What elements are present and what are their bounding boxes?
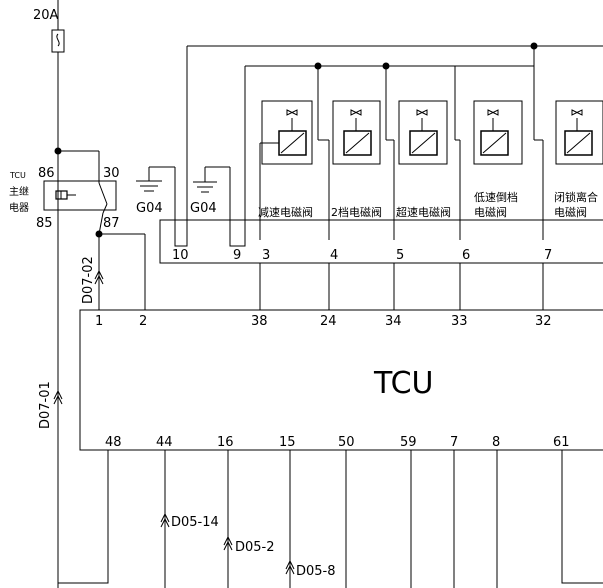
tcu-top-pin-32: 32 <box>535 314 552 329</box>
solenoid-valve-3 <box>398 100 448 165</box>
ground-symbol-icon <box>136 166 176 240</box>
relay-label-2: 主继 <box>9 185 29 198</box>
wire-arrow-icon <box>223 535 233 551</box>
valve-label-4a: 低速倒档 <box>474 190 518 204</box>
relay-label-3: 电器 <box>9 201 29 214</box>
tcu-main-relay: TCU 主继 电器 86 30 85 87 <box>9 151 120 235</box>
wire-arrow-icon <box>53 389 63 405</box>
tcu-bottom-pin-16: 16 <box>217 435 234 450</box>
relay-pin-87: 87 <box>103 216 120 231</box>
tcu-top-pin-34: 34 <box>385 314 402 329</box>
tcu-bottom-pin-15: 15 <box>279 435 296 450</box>
relay-pin-86: 86 <box>38 166 55 181</box>
valve-label-5b: 电磁阀 <box>554 205 587 219</box>
valve-label-1: 减速电磁阀 <box>258 205 313 219</box>
connector-pin-9: 9 <box>233 248 241 263</box>
connector-pin-6: 6 <box>462 248 470 263</box>
valve-label-2: 2档电磁阀 <box>331 205 382 219</box>
tcu-bottom-pin-50: 50 <box>338 435 355 450</box>
tcu-bottom-pin-59: 59 <box>400 435 417 450</box>
tcu-bottom-pin-44: 44 <box>156 435 173 450</box>
ground-symbol-icon <box>193 166 231 240</box>
tcu-bottom-pin-48: 48 <box>105 435 122 450</box>
wire-arrow-icon <box>285 559 295 575</box>
wire-d05-8: D05-8 <box>296 564 336 579</box>
relay-label-1: TCU <box>9 171 26 180</box>
wire-d07-01: D07-01 <box>38 381 53 429</box>
tcu-top-pin-1: 1 <box>95 314 103 329</box>
solenoid-valve-4 <box>473 100 523 165</box>
solenoid-valve-1 <box>259 100 313 240</box>
connector-pin-5: 5 <box>396 248 404 263</box>
tcu-bottom-pin-7: 7 <box>450 435 458 450</box>
tcu-module <box>79 309 603 451</box>
ground-label-1: G04 <box>136 201 163 216</box>
tcu-bottom-pin-8: 8 <box>492 435 500 450</box>
ground-label-2: G04 <box>190 201 217 216</box>
tcu-top-pin-38: 38 <box>251 314 268 329</box>
tcu-top-pin-2: 2 <box>139 314 147 329</box>
solenoid-valve-5 <box>555 100 603 165</box>
wire-d05-14: D05-14 <box>171 515 219 530</box>
connector-pin-7: 7 <box>544 248 552 263</box>
valve-label-4b: 电磁阀 <box>474 205 507 219</box>
relay-pin-85: 85 <box>36 216 53 231</box>
fuse-label: 20A <box>33 8 59 23</box>
wire-d05-2: D05-2 <box>235 540 275 555</box>
harness-connector <box>159 219 603 264</box>
wire-arrow-icon <box>94 269 104 285</box>
tcu-top-pin-24: 24 <box>320 314 337 329</box>
connector-pin-4: 4 <box>330 248 338 263</box>
tcu-top-pin-33: 33 <box>451 314 468 329</box>
connector-pin-10: 10 <box>172 248 189 263</box>
valve-label-3: 超速电磁阀 <box>396 205 451 219</box>
wire-arrow-icon <box>160 512 170 528</box>
valve-label-5a: 闭锁离合 <box>554 190 598 204</box>
tcu-bottom-pin-61: 61 <box>553 435 570 450</box>
wire-d07-02: D07-02 <box>81 256 96 304</box>
connector-pin-3: 3 <box>262 248 270 263</box>
relay-pin-30: 30 <box>103 166 120 181</box>
tcu-label: TCU <box>373 366 433 401</box>
solenoid-valve-2 <box>332 100 381 165</box>
